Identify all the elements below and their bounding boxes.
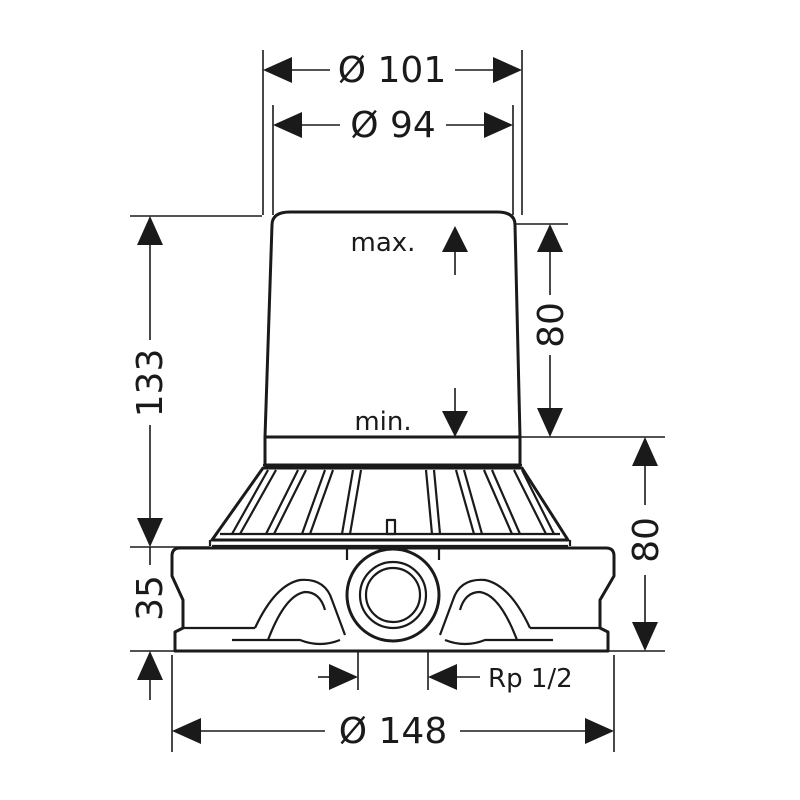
dim-label-adjust-80-lower: 80 — [626, 517, 667, 563]
dimension-thread-rp: Rp 1/2 — [318, 640, 573, 694]
dim-label-diameter-101: Ø 101 — [338, 50, 447, 91]
dimension-diameter-101: Ø 101 — [262, 50, 523, 215]
dimension-adjust-80-lower: 80 — [590, 437, 667, 652]
base-housing — [170, 546, 616, 653]
cylinder-body — [263, 210, 522, 467]
dim-label-diameter-148: Ø 148 — [339, 711, 448, 752]
dim-label-thread: Rp 1/2 — [488, 664, 573, 694]
dim-label-adjust-80-upper: 80 — [531, 302, 572, 348]
max-label: max. — [351, 228, 416, 258]
dimension-base-35: 35 — [130, 547, 210, 700]
min-marker: min. — [354, 388, 468, 437]
dimension-height-133: 133 — [130, 215, 262, 548]
ribbed-cage — [208, 466, 572, 548]
max-marker: max. — [351, 226, 468, 275]
min-label: min. — [354, 407, 411, 437]
dim-label-height-133: 133 — [130, 349, 171, 418]
dimension-diameter-148: Ø 148 — [171, 655, 615, 752]
dim-label-diameter-94: Ø 94 — [350, 105, 436, 146]
dimension-diameter-94: Ø 94 — [272, 105, 514, 215]
dimension-adjust-80-upper: 80 — [515, 223, 665, 438]
dim-label-base-35: 35 — [130, 575, 171, 621]
